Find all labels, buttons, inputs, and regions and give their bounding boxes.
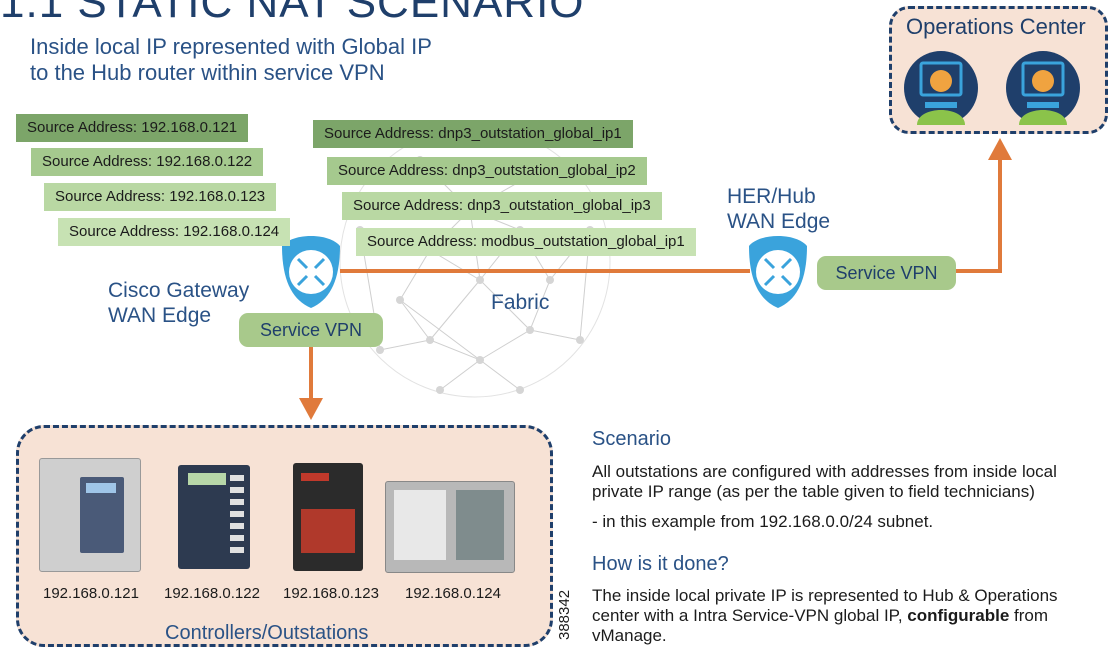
- hub-service-vpn: Service VPN: [817, 256, 956, 290]
- how-line-3: vManage.: [592, 626, 667, 645]
- right-source-1: Source Address: dnp3_outstation_global_i…: [313, 120, 633, 148]
- controller-device-1: [39, 458, 141, 572]
- hub-label: HER/Hub WAN Edge: [727, 184, 830, 234]
- controllers-title: Controllers/Outstations: [165, 622, 369, 644]
- right-source-2: Source Address: dnp3_outstation_global_i…: [327, 157, 647, 185]
- scenario-line-1: All outstations are configured with addr…: [592, 462, 1057, 481]
- arrow-up-icon: [988, 138, 1012, 160]
- subtitle: Inside local IP represented with Global …: [30, 34, 432, 86]
- left-source-2: Source Address: 192.168.0.122: [31, 148, 264, 176]
- operators-icon: [904, 51, 1080, 125]
- hub-label-line-2: WAN Edge: [727, 210, 831, 233]
- left-source-4: Source Address: 192.168.0.124: [58, 218, 291, 246]
- hub-router-icon: [749, 236, 807, 308]
- gateway-label-line-1: Cisco Gateway: [108, 279, 250, 302]
- right-source-4: Source Address: modbus_outstation_global…: [356, 228, 696, 256]
- controller-device-4: [385, 481, 515, 573]
- page-title: 1.1 STATIC NAT SCENARIO: [0, 0, 585, 27]
- how-line-2: center with a Intra Service-VPN global I…: [592, 606, 1048, 626]
- device-led-3: [301, 473, 329, 481]
- device-door-4: [394, 490, 446, 560]
- scenario-line-3: - in this example from 192.168.0.0/24 su…: [592, 512, 934, 531]
- hub-to-ops-link: [955, 155, 1002, 273]
- gateway-label: Cisco Gateway WAN Edge: [108, 278, 249, 328]
- controller-device-3: [293, 463, 363, 571]
- subtitle-line-1: Inside local IP represented with Global …: [30, 34, 432, 59]
- figure-number: 388342: [556, 589, 573, 640]
- operator-icon-2: [1006, 51, 1080, 125]
- how-heading: How is it done?: [592, 553, 729, 575]
- how-line-2-pre: center with a Intra Service-VPN global I…: [592, 606, 908, 625]
- gateway-label-line-2: WAN Edge: [108, 304, 212, 327]
- left-source-3: Source Address: 192.168.0.123: [44, 183, 277, 211]
- controller-ip-4: 192.168.0.124: [405, 585, 501, 602]
- gateway-service-vpn: Service VPN: [239, 313, 383, 347]
- device-relay-4: [456, 490, 504, 560]
- device-panel-3: [301, 509, 355, 553]
- controller-ip-3: 192.168.0.123: [283, 585, 379, 602]
- operations-center-title: Operations Center: [906, 14, 1086, 39]
- device-screen-1: [86, 483, 116, 493]
- operator-icon-1: [904, 51, 978, 125]
- scenario-heading: Scenario: [592, 428, 671, 450]
- left-source-1: Source Address: 192.168.0.121: [16, 114, 249, 142]
- fabric-label: Fabric: [491, 291, 550, 314]
- controller-ip-1: 192.168.0.121: [43, 585, 139, 602]
- how-line-2-bold: configurable: [907, 606, 1010, 625]
- subtitle-line-2: to the Hub router within service VPN: [30, 60, 385, 85]
- controller-device-2: [178, 465, 250, 569]
- right-source-3: Source Address: dnp3_outstation_global_i…: [342, 192, 662, 220]
- arrow-down-icon: [299, 398, 323, 420]
- device-buttons-2: [230, 475, 244, 555]
- hub-label-line-1: HER/Hub: [727, 185, 816, 208]
- how-line-1: The inside local private IP is represent…: [592, 586, 1058, 605]
- device-screen-2: [188, 473, 226, 485]
- gateway-router-icon: [282, 236, 340, 308]
- how-line-2-post: from: [1009, 606, 1049, 625]
- scenario-line-2: private IP range (as per the table given…: [592, 482, 1035, 501]
- controller-ip-2: 192.168.0.122: [164, 585, 260, 602]
